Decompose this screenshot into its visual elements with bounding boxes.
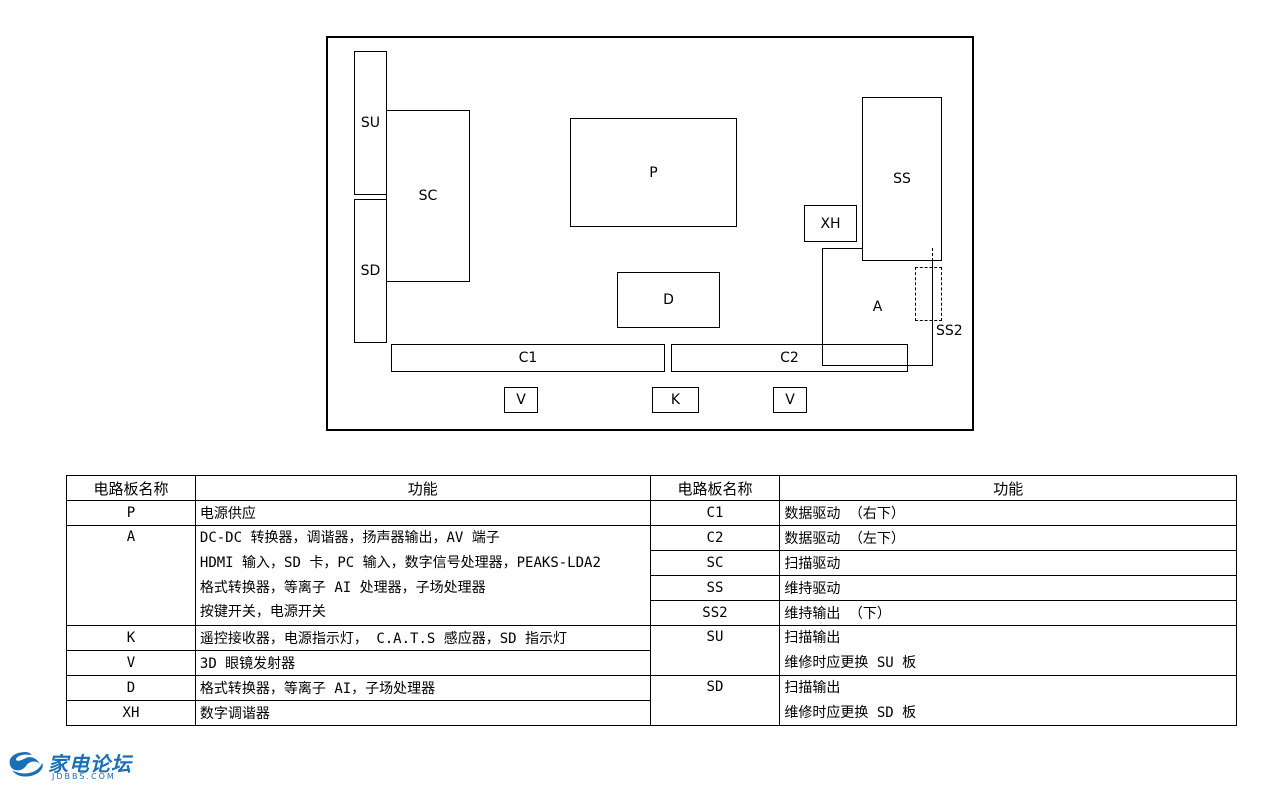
logo-swirl-icon — [9, 752, 43, 777]
function-cell: 格式转换器，等离子 AI，子场处理器 — [194, 675, 651, 702]
board-sc: SC — [386, 110, 470, 282]
board-name-cell: SS2 — [649, 600, 781, 626]
header-board-name-right: 电路板名称 — [649, 475, 781, 501]
function-cell: 3D 眼镜发射器 — [194, 650, 651, 677]
board-ss-label: SS — [893, 171, 911, 187]
board-name-cell: P — [66, 500, 196, 526]
board-name-cell: SC — [649, 550, 781, 576]
function-cell: 扫描输出 维修时应更换 SD 板 — [779, 675, 1237, 727]
board-a-hidden-edge — [822, 344, 908, 372]
logo-subtext: JDBBS.COM — [52, 772, 116, 781]
table-row: P 电源供应 C1 数据驱动 （右下） — [66, 500, 1237, 526]
board-sd-label: SD — [360, 263, 381, 279]
board-c2-label: C2 — [780, 350, 799, 366]
board-sc-label: SC — [418, 188, 438, 204]
board-name-cell: SU — [649, 624, 781, 677]
function-cell: 扫描驱动 — [779, 550, 1237, 576]
function-cell: DC-DC 转换器，调谐器，扬声器输出，AV 端子 HDMI 输入，SD 卡，P… — [194, 525, 651, 626]
function-line: HDMI 输入，SD 卡，PC 输入，数字信号处理器，PEAKS-LDA2 — [199, 554, 601, 571]
board-name-cell: D — [66, 675, 196, 702]
board-d: D — [617, 272, 720, 328]
board-xh: XH — [804, 205, 857, 242]
function-line: 按键开关，电源开关 — [199, 604, 326, 621]
function-line: 维修时应更换 SD 板 — [784, 704, 917, 721]
board-d-label: D — [663, 292, 674, 308]
board-k-label: K — [670, 392, 681, 408]
header-function-right: 功能 — [779, 475, 1237, 501]
board-c2: C2 — [671, 344, 908, 372]
board-name-cell: V — [66, 650, 196, 677]
function-line: 扫描输出 — [784, 680, 841, 697]
board-k: K — [652, 387, 699, 413]
board-name-cell: C2 — [649, 525, 781, 551]
board-su-label: SU — [360, 115, 381, 131]
board-ss: SS — [862, 97, 942, 261]
board-c1: C1 — [391, 344, 665, 372]
board-ss2 — [915, 267, 942, 321]
board-name-cell: A — [66, 525, 196, 626]
function-line: DC-DC 转换器，调谐器，扬声器输出，AV 端子 — [199, 530, 500, 547]
board-name-cell: XH — [66, 700, 196, 727]
function-line: 维修时应更换 SU 板 — [784, 654, 917, 671]
function-cell: 电源供应 — [194, 500, 651, 526]
table-row: SC 扫描驱动 — [67, 550, 1237, 576]
board-v-right-label: V — [785, 392, 795, 408]
logo-text: 家电论坛 — [48, 752, 132, 776]
board-sd: SD — [354, 199, 387, 343]
board-su: SU — [354, 51, 387, 195]
function-cell: 数据驱动 （右下） — [779, 500, 1237, 526]
board-function-table: 电路板名称 功能 电路板名称 功能 P 电源供应 C1 数据驱动 （右下） A … — [66, 475, 1237, 727]
function-cell: 维持输出 （下） — [779, 600, 1237, 626]
function-cell: 遥控接收器，电源指示灯， C.A.T.S 感应器，SD 指示灯 — [194, 624, 651, 652]
table-header-row: 电路板名称 功能 电路板名称 功能 — [66, 475, 1237, 501]
board-v-left: V — [504, 387, 538, 413]
board-ss2-label: SS2 — [936, 323, 963, 339]
board-name-cell: SD — [649, 675, 781, 727]
table-row: XH 数字调谐器 — [66, 700, 1237, 727]
board-v-right: V — [773, 387, 807, 413]
table-row: K 遥控接收器，电源指示灯， C.A.T.S 感应器，SD 指示灯 SU 扫描输… — [66, 624, 1237, 677]
board-p: P — [570, 118, 737, 227]
board-name-cell: C1 — [649, 500, 781, 526]
board-name-cell: SS — [649, 575, 781, 601]
jdbbs-logo: 家电论坛 JDBBS.COM — [6, 748, 136, 782]
board-p-label: P — [649, 164, 658, 181]
function-cell: 数字调谐器 — [194, 700, 651, 727]
board-v-left-label: V — [516, 392, 526, 408]
table-row: D 格式转换器，等离子 AI，子场处理器 SD 扫描输出 维修时应更换 SD 板 — [66, 675, 1237, 727]
header-board-name-left: 电路板名称 — [66, 475, 196, 501]
board-name-cell: K — [66, 624, 196, 652]
board-c1-label: C1 — [518, 350, 538, 366]
function-line: 格式转换器，等离子 AI 处理器，子场处理器 — [199, 579, 486, 596]
table-row: A DC-DC 转换器，调谐器，扬声器输出，AV 端子 HDMI 输入，SD 卡… — [66, 525, 1237, 626]
board-ss-hidden-edge — [862, 248, 933, 261]
function-cell: 数据驱动 （左下） — [779, 525, 1237, 551]
header-function-left: 功能 — [194, 475, 651, 501]
function-cell: 扫描输出 维修时应更换 SU 板 — [779, 624, 1237, 677]
table-row: SS2 维持输出 （下） — [67, 600, 1237, 626]
board-layout-frame — [326, 36, 974, 431]
board-xh-label: XH — [820, 215, 841, 232]
function-cell: 维持驱动 — [779, 575, 1237, 601]
board-a-label: A — [872, 299, 883, 315]
function-line: 扫描输出 — [784, 630, 841, 646]
